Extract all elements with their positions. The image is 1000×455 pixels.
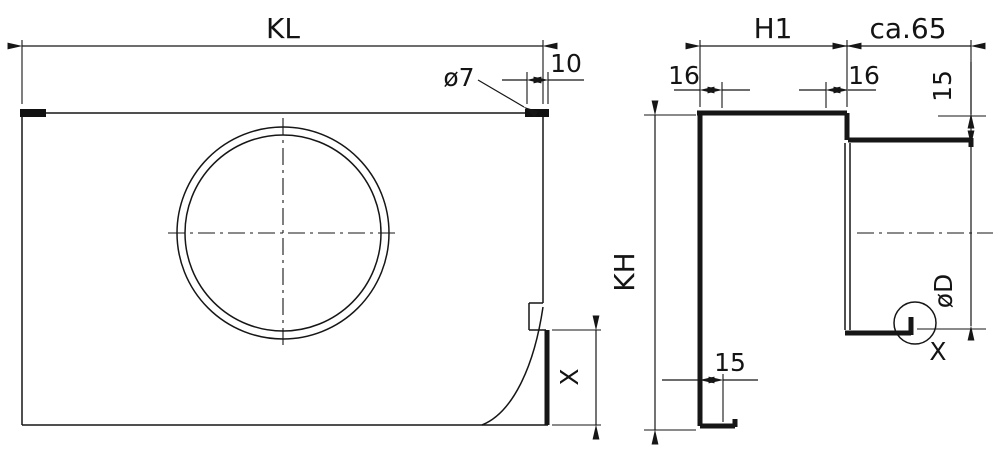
detail-x-label: X (929, 337, 946, 366)
h1-extension-lines (699, 40, 848, 107)
h1-dimension-label: H1 (754, 12, 793, 45)
spigot-dia-label: øD (929, 274, 958, 309)
right-view: KH H1 ca.65 16 16 15 øD X 15 (608, 12, 993, 445)
rear-tab-label: 16 (848, 61, 880, 90)
step-height-label: 15 (928, 70, 957, 102)
bottom-crimp (845, 317, 914, 336)
tab-width-label: 10 (550, 49, 582, 78)
panel-outline (21, 112, 548, 426)
front-tab-label: 16 (668, 61, 700, 90)
bottom-tab-label: 15 (714, 348, 746, 377)
kl-extension-lines (21, 40, 544, 104)
tab-extension-lines (526, 72, 549, 104)
transition-curve (481, 306, 544, 426)
left-view: KL ø7 10 X (7, 12, 601, 440)
kl-dimension-label: KL (266, 12, 300, 45)
kh-extension-lines (644, 114, 696, 431)
seam-double-lines (844, 143, 851, 330)
kh-dimension-label: KH (608, 252, 641, 291)
x-dimension-label: X (555, 368, 584, 385)
ca65-dimension-label: ca.65 (869, 12, 946, 45)
profile-outline (697, 110, 974, 429)
hole-centerlines (168, 118, 398, 348)
detail-x-circle (893, 301, 937, 345)
hole-dia-label: ø7 (443, 63, 474, 92)
hole-dia-leader (477, 79, 539, 118)
